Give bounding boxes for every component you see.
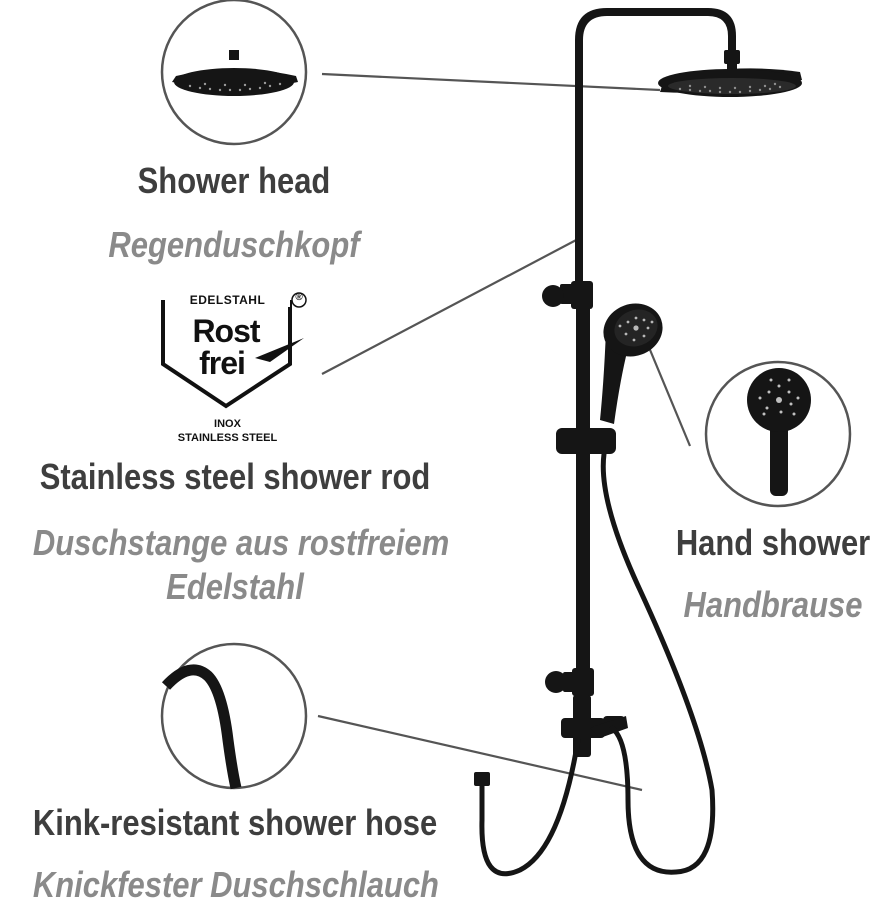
hand-shower-title: Hand shower bbox=[675, 522, 871, 563]
shower-hose-leader-line bbox=[317, 714, 643, 792]
shower-head-fixture bbox=[658, 68, 802, 97]
hand-shower-leader-line bbox=[646, 344, 692, 447]
shower-head-leader-line bbox=[321, 72, 661, 92]
shower-rod-leader-line bbox=[321, 237, 581, 375]
shower-arm bbox=[575, 8, 736, 283]
callout-circle-hand-shower bbox=[704, 360, 852, 508]
logo-inox: INOX bbox=[214, 418, 241, 430]
hand-shower-slider bbox=[556, 428, 616, 454]
shower-hose-subtitle: Knickfester Duschschlauch bbox=[32, 864, 439, 905]
shower-rod-title: Stainless steel shower rod bbox=[39, 456, 431, 497]
hose-connector bbox=[474, 772, 490, 786]
logo-registered-mark: ® bbox=[295, 292, 303, 303]
logo-stainless-steel: STAINLESS STEEL bbox=[177, 432, 278, 444]
head-connector bbox=[724, 50, 740, 64]
shower-hose-title: Kink-resistant shower hose bbox=[32, 802, 438, 843]
callout-circle-shower-hose bbox=[160, 642, 308, 790]
logo-word-rost: Rost bbox=[192, 313, 260, 349]
diverter bbox=[561, 718, 605, 738]
main-rod bbox=[576, 283, 590, 703]
shower-hose bbox=[479, 451, 716, 877]
shower-rod-assembly bbox=[542, 8, 740, 757]
wall-bracket-bottom bbox=[545, 671, 567, 693]
logo-top-text: EDELSTAHL bbox=[165, 293, 290, 307]
hand-shower-subtitle: Handbrause bbox=[683, 584, 863, 625]
shower-head-subtitle: Regenduschkopf bbox=[108, 224, 360, 265]
hand-shower-fixture bbox=[600, 303, 663, 424]
wall-bracket-top bbox=[542, 285, 564, 307]
callout-lines bbox=[317, 72, 692, 792]
shower-rod-subtitle-line2: Edelstahl bbox=[166, 566, 304, 607]
callout-circle-shower-head bbox=[160, 0, 308, 146]
shower-head-title: Shower head bbox=[137, 160, 331, 201]
shower-rod-subtitle-line1: Duschstange aus rostfreiem bbox=[32, 522, 450, 563]
logo-word-frei: frei bbox=[199, 345, 246, 381]
